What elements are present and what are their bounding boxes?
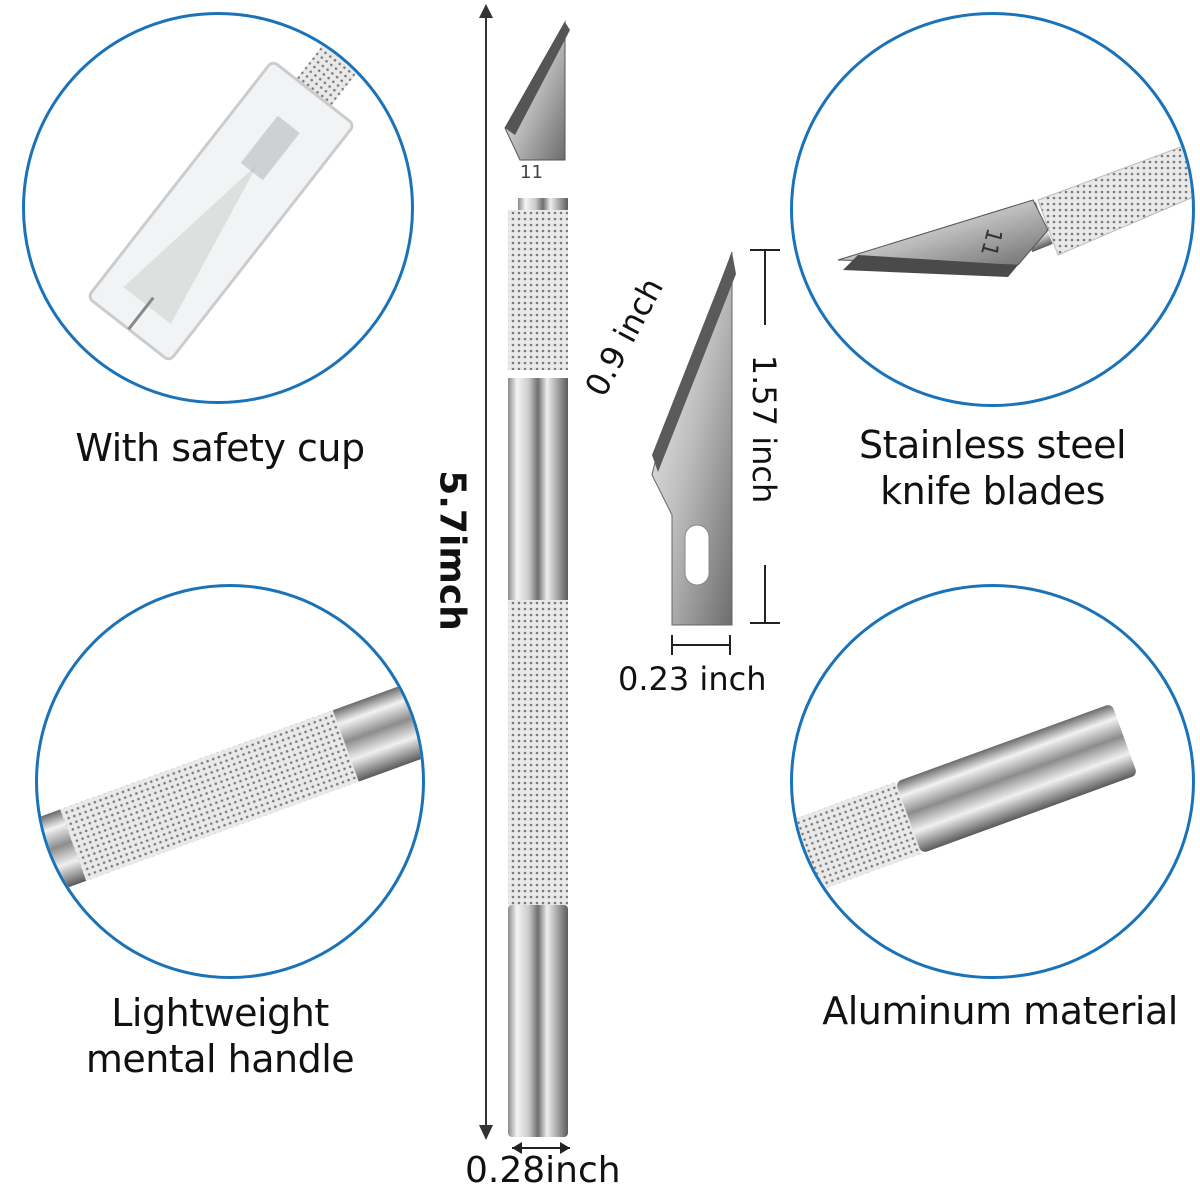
blade-diagram [651,249,780,655]
arrow-down-icon [479,1125,493,1140]
blade-width-label: 0.23 inch [618,660,767,698]
caption-stainless-line1: Stainless steel [858,423,1127,467]
handle-illustration [38,676,422,902]
blade-length-label: 1.57 inch [745,354,784,504]
safety-cup-circle [22,12,414,404]
caption-stainless-line2: knife blades [880,469,1105,513]
lightweight-handle-circle [35,584,425,979]
caption-lightweight-handle: Lightweight mental handle [10,990,430,1082]
aluminum-handle-illustration [793,705,1136,905]
caption-safety-cup: With safety cup [75,426,365,470]
arrow-right-icon [560,1142,570,1154]
caption-stainless-blades: Stainless steel knife blades [790,422,1195,514]
caption-handle-line1: Lightweight [111,991,329,1035]
caption-handle-line2: mental handle [85,1037,355,1081]
svg-text:11: 11 [520,162,543,183]
knife-illustration: 11 [479,4,570,1154]
safety-cup-illustration [88,16,380,361]
stainless-blades-circle: 11 [790,12,1195,407]
aluminum-circle [790,584,1195,979]
arrow-up-icon [479,4,493,18]
knife-length-label: 5.7imch [431,470,473,631]
knife-diameter-label: 0.28inch [465,1150,621,1191]
arrow-left-icon [512,1142,522,1154]
stainless-blade-illustration: 11 [837,142,1192,277]
caption-aluminum: Aluminum material [822,989,1178,1033]
blade-slot [684,524,710,586]
